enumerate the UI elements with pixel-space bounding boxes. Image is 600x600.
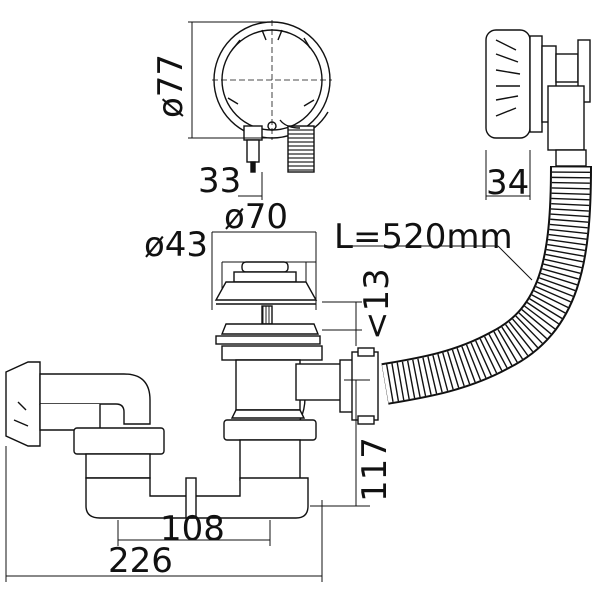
corrugated-hose bbox=[381, 165, 592, 405]
dim-hose-length: L=520mm bbox=[334, 217, 513, 257]
overflow-side-view bbox=[485, 29, 591, 167]
dim-overflow-depth: 34 bbox=[486, 163, 529, 203]
dim-max-thickness: <13 bbox=[357, 268, 397, 340]
dim-overall-length: 226 bbox=[108, 541, 173, 581]
dim-outlet-spacing: 108 bbox=[160, 509, 225, 549]
bottom-dimension-lines bbox=[5, 379, 370, 582]
dim-top-diameter: ø77 bbox=[151, 54, 191, 118]
dim-trap-height: 117 bbox=[355, 437, 395, 502]
outlet-pipe bbox=[5, 361, 309, 519]
dim-plug-diameter: ø43 bbox=[144, 225, 208, 265]
hose-leader bbox=[497, 245, 533, 281]
plug-assembly bbox=[214, 261, 379, 481]
dim-flange-diameter: ø70 bbox=[224, 197, 288, 237]
overflow-front-view bbox=[212, 20, 332, 173]
dim-overflow-offset: 33 bbox=[198, 161, 241, 201]
top-dimension-lines bbox=[188, 21, 531, 200]
dim-lines-plug bbox=[211, 231, 362, 346]
